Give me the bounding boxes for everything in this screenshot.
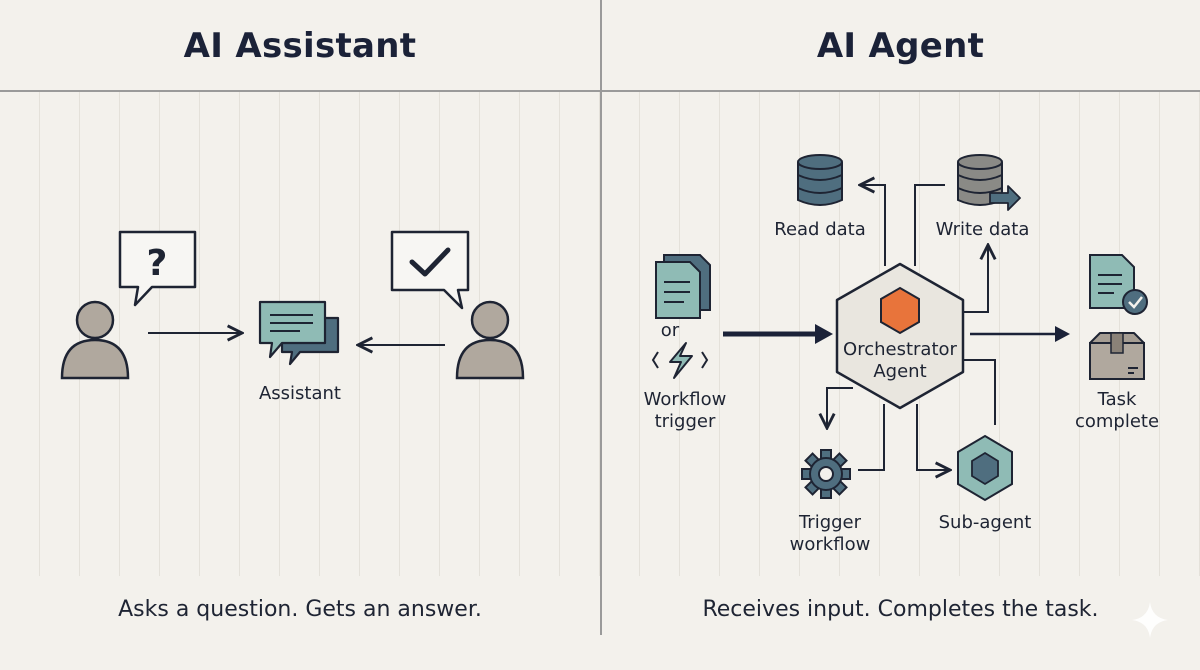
database-icon — [957, 154, 1021, 211]
document-check-icon — [1089, 254, 1148, 315]
sub-agent-hexagon-icon — [957, 434, 1013, 502]
package-icon — [1089, 332, 1145, 380]
orchestrator-hexagon-icon — [835, 262, 965, 410]
assistant-title: AI Assistant — [183, 26, 417, 66]
person-icon — [60, 300, 130, 380]
input-or-label: or — [660, 320, 680, 341]
assistant-label: Assistant — [258, 383, 341, 404]
write-data-label: Write data — [935, 219, 1030, 240]
lightning-icon — [651, 342, 709, 379]
sub-agent-label: Sub-agent — [938, 512, 1032, 533]
chat-bubbles-icon — [258, 300, 340, 366]
check-bubble-icon — [390, 230, 470, 310]
sparkle-icon — [1132, 602, 1168, 638]
assistant-caption: Asks a question. Gets an answer. — [118, 597, 482, 622]
agent-title: AI Agent — [816, 26, 985, 66]
trigger-workflow-label: Trigger workflow — [789, 512, 871, 555]
orchestrator-label: Orchestrator Agent — [843, 339, 957, 382]
document-icon — [655, 254, 711, 319]
connector-lines — [827, 185, 995, 470]
panel-divider — [600, 0, 602, 635]
question-bubble-icon: ? — [118, 230, 197, 307]
output-arrow — [1055, 326, 1070, 342]
database-icon — [797, 154, 843, 206]
assistant-panel: AI Assistant Asks a question. Gets an an… — [118, 26, 482, 622]
input-arrow — [815, 324, 833, 344]
agent-caption: Receives input. Completes the task. — [702, 597, 1099, 622]
agent-panel: AI Agent Receives input. Completes the t… — [601, 0, 1200, 670]
person-icon — [455, 300, 525, 380]
svg-text:?: ? — [147, 243, 168, 284]
task-complete-label: Task complete — [1074, 389, 1160, 432]
read-data-label: Read data — [774, 219, 866, 240]
header-divider — [0, 90, 1200, 92]
gear-icon — [801, 449, 851, 499]
workflow-trigger-label: Workflow trigger — [643, 389, 727, 432]
